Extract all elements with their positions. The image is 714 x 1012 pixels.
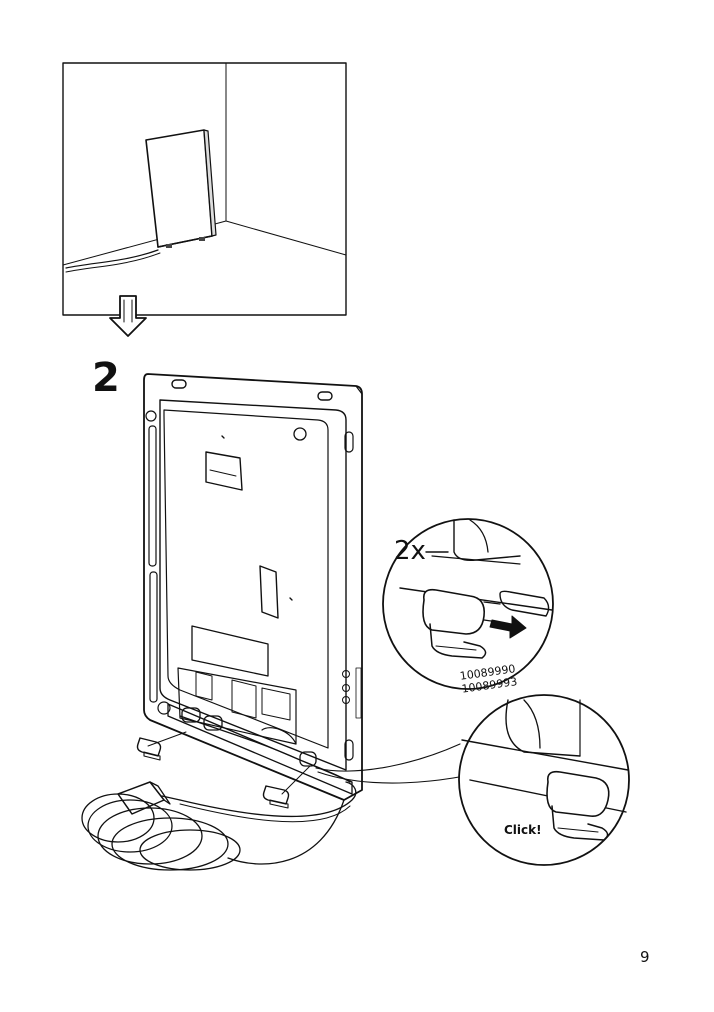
device-back-view — [143, 373, 363, 801]
step-number: 2 — [92, 355, 120, 401]
detail-insert-clip — [382, 518, 554, 690]
room-scene-panel — [62, 62, 347, 316]
detail-click-clip — [458, 694, 630, 866]
quantity-label: 2x — [394, 536, 426, 566]
power-cord — [81, 781, 357, 871]
loose-cable-clip-2 — [262, 785, 290, 809]
click-label: Click! — [504, 823, 542, 837]
leaning-device — [145, 129, 217, 248]
page-number: 9 — [640, 948, 650, 966]
down-arrow-icon — [109, 295, 147, 337]
loose-cable-clip-1 — [136, 737, 162, 761]
